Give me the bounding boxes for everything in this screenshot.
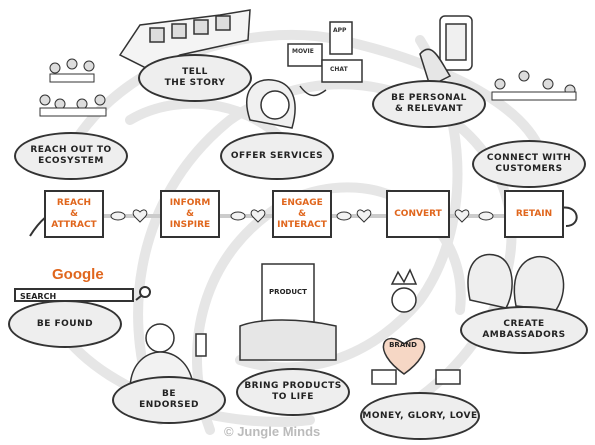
tactic-label: MONEY, GLORY, LOVE bbox=[362, 410, 478, 421]
stage-engage-interact: ENGAGE & INTERACT bbox=[272, 190, 332, 238]
tactic-create-ambassadors: CREATE AMBASSADORS bbox=[460, 306, 588, 354]
track-hook bbox=[559, 206, 578, 227]
tactic-label: BE PERSONAL & RELEVANT bbox=[391, 93, 467, 114]
tactic-label: CREATE AMBASSADORS bbox=[482, 319, 566, 340]
footprint-icon bbox=[336, 211, 352, 221]
tactic-offer-services: OFFER SERVICES bbox=[220, 132, 334, 180]
footprint-icon bbox=[110, 211, 126, 221]
app-label: APP bbox=[333, 27, 347, 34]
product-label: PRODUCT bbox=[269, 288, 307, 296]
stage-reach-attract: REACH & ATTRACT bbox=[44, 190, 104, 238]
tactic-label: CONNECT WITH CUSTOMERS bbox=[486, 153, 572, 174]
tactic-reach-out: REACH OUT TO ECOSYSTEM bbox=[14, 132, 128, 180]
tactic-label: BRING PRODUCTS TO LIFE bbox=[244, 381, 342, 402]
heart-icon bbox=[250, 209, 266, 223]
stage-label: CONVERT bbox=[394, 208, 442, 219]
footprint-icon bbox=[478, 211, 494, 221]
product-box-icon bbox=[239, 263, 337, 361]
tactic-label: TELL THE STORY bbox=[164, 67, 226, 88]
tactic-label: BE FOUND bbox=[36, 318, 94, 329]
heart-icon bbox=[356, 209, 372, 223]
copyright: © Jungle Minds bbox=[224, 424, 321, 439]
stage-inform-inspire: INFORM & INSPIRE bbox=[160, 190, 220, 238]
footprint-icon bbox=[230, 211, 246, 221]
stage-label: REACH & ATTRACT bbox=[51, 197, 97, 230]
queen-icon bbox=[371, 268, 461, 385]
tactic-be-found: BE FOUND bbox=[8, 300, 122, 348]
google-logo: Google bbox=[52, 266, 104, 283]
stage-convert: CONVERT bbox=[386, 190, 450, 238]
tactic-tell-story: TELL THE STORY bbox=[138, 54, 252, 102]
tactic-money-glory-love: MONEY, GLORY, LOVE bbox=[360, 392, 480, 440]
tactic-be-endorsed: BE ENDORSED bbox=[112, 376, 226, 424]
heart-icon bbox=[132, 209, 148, 223]
movie-label: MOVIE bbox=[292, 48, 314, 55]
tactic-bring-products: BRING PRODUCTS TO LIFE bbox=[236, 368, 350, 416]
brand-label: BRAND bbox=[389, 341, 417, 349]
chat-label: CHAT bbox=[330, 66, 348, 73]
stage-retain: RETAIN bbox=[504, 190, 564, 238]
tactic-label: OFFER SERVICES bbox=[230, 150, 324, 161]
stage-label: RETAIN bbox=[515, 208, 553, 219]
brand-heart bbox=[382, 337, 426, 375]
search-bar: SEARCH bbox=[14, 288, 134, 302]
tactic-connect-customers: CONNECT WITH CUSTOMERS bbox=[472, 140, 586, 188]
stage-label: ENGAGE & INTERACT bbox=[277, 197, 327, 230]
woman-on-phone-icon bbox=[246, 79, 296, 129]
hand-with-phone-icon bbox=[419, 15, 473, 88]
customers-group-icon bbox=[491, 70, 577, 101]
tactic-be-personal: BE PERSONAL & RELEVANT bbox=[372, 80, 486, 128]
stage-label: INFORM & INSPIRE bbox=[169, 197, 211, 230]
heart-icon bbox=[454, 209, 470, 223]
tactic-label: REACH OUT TO ECOSYSTEM bbox=[30, 145, 112, 166]
people-group-icon bbox=[39, 58, 107, 117]
tactic-label: BE ENDORSED bbox=[139, 389, 199, 410]
ambassadors-icon bbox=[467, 253, 565, 311]
screens-icon bbox=[287, 21, 363, 97]
magnifier-icon bbox=[135, 286, 151, 301]
